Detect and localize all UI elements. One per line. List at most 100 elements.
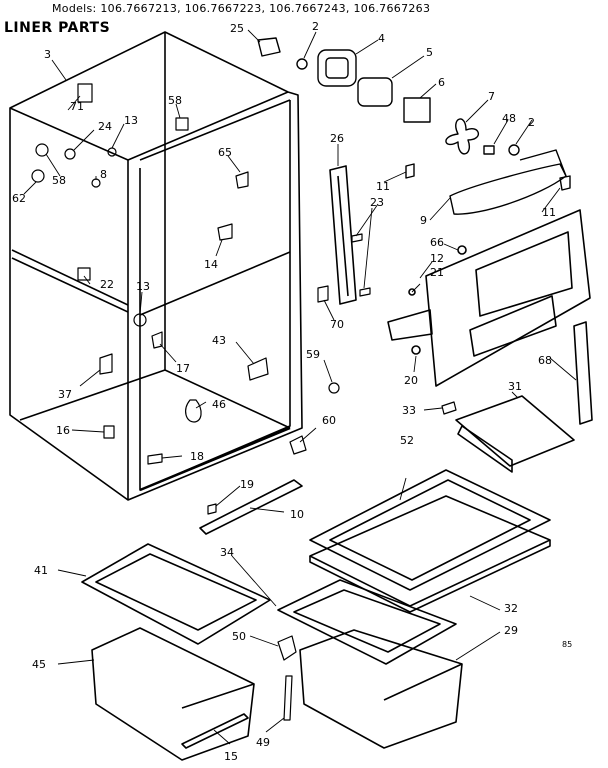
callout-26: 26 [330,132,344,145]
part-62 [31,169,45,183]
callout-65: 65 [218,146,232,159]
callout-10: 10 [290,508,304,521]
callout-66: 66 [430,236,444,249]
callout-68: 68 [538,354,552,367]
callout-2: 2 [312,20,319,33]
part-26-rail [329,165,357,305]
part-14 [217,223,233,241]
part-58 [35,143,49,157]
part-22 [77,267,91,281]
part-16 [103,425,115,439]
callout-25: 25 [230,22,244,35]
part-18 [147,453,163,465]
models-header: Models: 106.7667213, 106.7667223, 106.76… [52,2,431,15]
part-11b [559,175,571,191]
callout-12: 12 [430,252,444,265]
part-25 [257,37,281,57]
callout-52: 52 [400,434,414,447]
callout-22: 22 [100,278,114,291]
callout-31: 31 [508,380,522,393]
callout-13b: 13 [136,280,150,293]
part-41-crisper-cover [81,543,271,645]
callout-16: 16 [56,424,70,437]
part-9 [449,163,567,215]
part-15 [181,713,249,749]
part-50 [277,635,297,661]
part-23a [351,233,363,243]
callout-50: 50 [232,630,246,643]
callout-58: 58 [168,94,182,107]
part-19 [207,503,217,515]
part-11a [405,163,415,179]
callout-8: 8 [100,168,107,181]
callout-20: 20 [404,374,418,387]
callout-21: 21 [430,266,444,279]
leader-lines [23,29,577,745]
callout-70: 70 [330,318,344,331]
callout-58b: 58 [52,174,66,187]
part-17 [151,331,163,349]
callout-11a: 11 [376,180,390,193]
part-46 [185,399,202,423]
part-12-evaporator-cover [387,209,591,387]
part-49 [283,675,293,721]
callout-33: 33 [402,404,416,417]
page-title: LINER PARTS [4,20,111,36]
callout-11b: 11 [542,206,556,219]
callout-6: 6 [438,76,445,89]
callout-labels: 25 2 4 5 6 7 48 2 3 71 24 13 58 8 62 58 … [12,20,556,763]
callout-5: 5 [426,46,433,59]
callout-19: 19 [240,478,254,491]
callout-24: 24 [98,120,112,133]
part-70 [317,285,329,303]
part-65 [235,171,249,189]
callout-32: 32 [504,602,518,615]
callout-62: 62 [12,192,26,205]
callout-4: 4 [378,32,385,45]
part-31-ice-tray [455,395,575,473]
liner-cabinet [9,31,303,501]
part-32-shelf [309,495,551,613]
callout-2b: 2 [528,116,535,129]
callout-45: 45 [32,658,46,671]
part-48 [483,145,495,155]
part-10 [199,479,303,535]
callout-17: 17 [176,362,190,375]
callout-46: 46 [212,398,226,411]
part-29-crisper [299,629,463,749]
callout-60: 60 [322,414,336,427]
callout-41: 41 [34,564,48,577]
part-8 [91,178,101,188]
part-60 [289,435,307,455]
part-59 [328,382,340,394]
callout-18: 18 [190,450,204,463]
callout-13: 13 [124,114,138,127]
callout-29: 29 [504,624,518,637]
callout-49: 49 [256,736,270,749]
part-6 [403,97,431,123]
part-2b [508,144,520,156]
part-43 [247,357,269,381]
callout-7: 7 [488,90,495,103]
part-4 [317,49,357,87]
callout-48: 48 [502,112,516,125]
part-68 [573,321,593,425]
part-24 [64,148,76,160]
part-71 [77,83,93,103]
callout-71: 71 [70,100,84,113]
part-2a [296,58,308,70]
callout-43: 43 [212,334,226,347]
callout-15: 15 [224,750,238,763]
callout-14: 14 [204,258,218,271]
callout-23: 23 [370,196,384,209]
corner-code: 85 [562,640,573,649]
part-37 [99,353,113,375]
part-45-crisper [91,627,255,761]
part-7 [445,118,479,155]
part-58b [175,117,189,131]
part-33 [441,401,457,415]
callout-9: 9 [420,214,427,227]
callout-3: 3 [44,48,51,61]
callout-59: 59 [306,348,320,361]
